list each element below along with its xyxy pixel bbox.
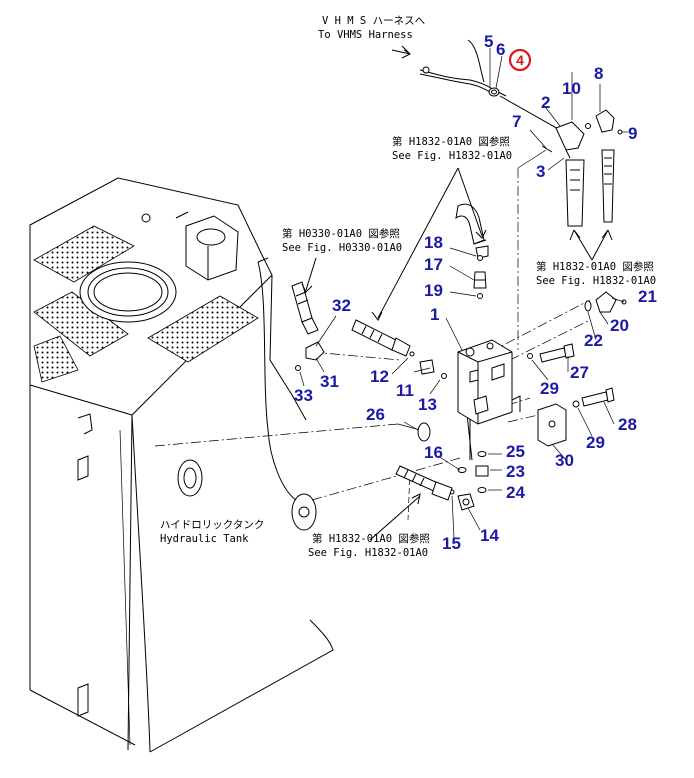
fitting-part-8 <box>595 109 615 133</box>
ref-d-jp: 第 H1832-01A0 図参照 <box>312 532 430 545</box>
plug-parts <box>475 451 489 493</box>
valve-block-part-1 <box>457 339 521 425</box>
part-number-10[interactable]: 10 <box>562 79 581 98</box>
reference-pointers <box>301 49 487 541</box>
part-number-labels: 5 6 8 10 2 7 9 3 18 17 19 21 32 1 20 22 … <box>294 32 657 553</box>
part-number-24[interactable]: 24 <box>506 483 525 502</box>
part-number-33[interactable]: 33 <box>294 386 313 405</box>
part-number-2[interactable]: 2 <box>541 93 550 112</box>
hoses <box>565 149 615 261</box>
tank-plate <box>33 335 79 383</box>
ref-d-en: See Fig. H1832-01A0 <box>308 547 428 559</box>
hose-lower <box>395 465 453 501</box>
vhms-label-en: To VHMS Harness <box>318 29 413 41</box>
elbow-part-2 <box>555 121 585 151</box>
grommet-part-26 <box>417 422 431 442</box>
part-number-26[interactable]: 26 <box>366 405 385 424</box>
ref-b-en: See Fig. H0330-01A0 <box>282 242 402 254</box>
part-number-6[interactable]: 6 <box>496 40 505 59</box>
vhms-label-jp: V H M S ハーネスへ <box>322 15 425 27</box>
part-number-27[interactable]: 27 <box>570 363 589 382</box>
check-valve-parts <box>473 255 487 299</box>
tank-cover <box>79 261 177 323</box>
fitting-part-14 <box>449 489 475 511</box>
part-number-8[interactable]: 8 <box>594 64 603 83</box>
fitting-part-31 <box>291 281 325 371</box>
part-number-4[interactable]: 4 <box>516 52 524 68</box>
part-number-20[interactable]: 20 <box>610 316 629 335</box>
part-number-31[interactable]: 31 <box>320 372 339 391</box>
part-number-21[interactable]: 21 <box>638 287 657 306</box>
elbow-part-20 <box>584 291 627 313</box>
part-number-15[interactable]: 15 <box>442 534 461 553</box>
sensor-part-4 <box>488 87 500 97</box>
hose-part-12 <box>351 319 447 379</box>
filler-box <box>185 215 239 281</box>
ref-a-jp: 第 H1832-01A0 図参照 <box>392 135 510 148</box>
part-number-9[interactable]: 9 <box>628 124 637 143</box>
sight-gauge <box>177 459 203 497</box>
part-number-23[interactable]: 23 <box>506 462 525 481</box>
ref-a-en: See Fig. H1832-01A0 <box>392 150 512 162</box>
part-number-12[interactable]: 12 <box>370 367 389 386</box>
tank-label-en: Hydraulic Tank <box>160 533 249 545</box>
part-number-30[interactable]: 30 <box>555 451 574 470</box>
number-leaders <box>299 48 628 539</box>
bolt-part-27 <box>527 343 575 363</box>
o-ring-part-16 <box>457 467 467 473</box>
tank-plate <box>147 295 259 363</box>
part-number-25[interactable]: 25 <box>506 442 525 461</box>
hose-assembly <box>455 203 489 259</box>
highlight-part-4[interactable]: 4 <box>508 48 532 72</box>
part-number-28[interactable]: 28 <box>618 415 637 434</box>
drain-flange <box>291 493 317 531</box>
tank-plate <box>33 225 135 283</box>
part-number-16[interactable]: 16 <box>424 443 443 462</box>
part-number-18[interactable]: 18 <box>424 233 443 252</box>
hydraulic-tank <box>29 177 334 753</box>
part-number-14[interactable]: 14 <box>480 526 499 545</box>
ref-b-jp: 第 H0330-01A0 図参照 <box>282 227 400 240</box>
tank-plate <box>33 291 129 357</box>
part-number-11[interactable]: 11 <box>396 381 414 400</box>
part-number-5[interactable]: 5 <box>484 32 493 51</box>
part-number-17[interactable]: 17 <box>424 255 443 274</box>
part-number-3[interactable]: 3 <box>536 162 545 181</box>
annotation-texts: V H M S ハーネスへ To VHMS Harness 第 H1832-01… <box>160 15 656 559</box>
highlight-circle <box>508 48 532 72</box>
part-number-1[interactable]: 1 <box>430 305 439 324</box>
part-number-22[interactable]: 22 <box>584 331 603 350</box>
bracket-part-30 <box>537 387 615 447</box>
part-number-29a[interactable]: 29 <box>540 379 559 398</box>
part-number-19[interactable]: 19 <box>424 281 443 300</box>
part-number-7[interactable]: 7 <box>512 112 521 131</box>
ref-c-jp: 第 H1832-01A0 図参照 <box>536 260 654 273</box>
part-number-29b[interactable]: 29 <box>586 433 605 452</box>
ref-c-en: See Fig. H1832-01A0 <box>536 275 656 287</box>
part-number-32[interactable]: 32 <box>332 296 351 315</box>
tank-label-jp: ハイドロリックタンク <box>160 519 264 531</box>
part-number-13[interactable]: 13 <box>418 395 437 414</box>
